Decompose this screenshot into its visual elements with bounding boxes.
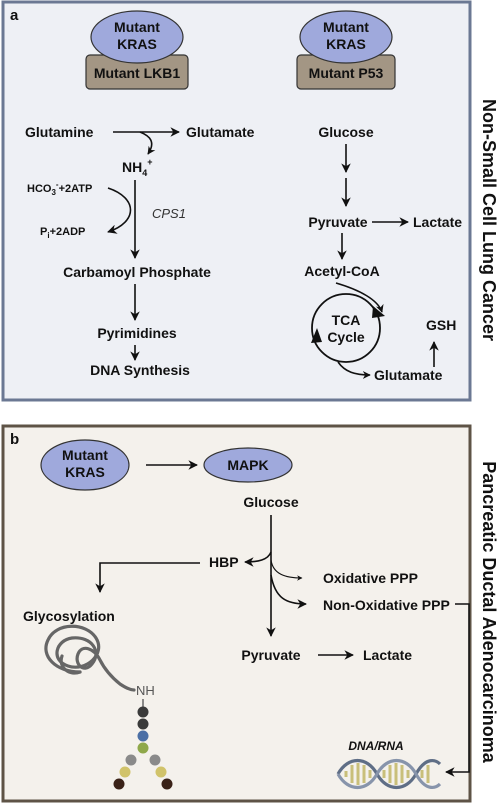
mutant-kras-ellipse-a2 xyxy=(299,10,393,64)
panel-a-letter: a xyxy=(10,7,19,24)
dna-helix-icon xyxy=(336,758,442,790)
acetyl-coa-label: Acetyl-CoA xyxy=(304,263,379,279)
non-oxidative-ppp-label: Non-Oxidative PPP xyxy=(323,597,450,613)
hbp-to-glycosylation-arrow xyxy=(95,562,200,593)
mapk-label: MAPK xyxy=(227,457,268,473)
glutamate-bottom-label: Glutamate xyxy=(374,367,443,383)
mutant-kras-a1-line1: Mutant xyxy=(114,19,160,35)
glutamate-top-label: Glutamate xyxy=(186,124,255,140)
hbp-label: HBP xyxy=(209,554,239,570)
hco3-label: HCO3-+2ATP xyxy=(27,180,92,197)
svg-text:NH: NH xyxy=(136,683,155,698)
non-oxidative-ppp-arrow xyxy=(270,574,307,609)
tca-arrowhead-left xyxy=(311,328,322,343)
oxidative-ppp-label: Oxidative PPP xyxy=(323,570,418,586)
dna-synthesis-label: DNA Synthesis xyxy=(90,362,190,378)
pyrimidines-label: Pyrimidines xyxy=(97,325,177,341)
pyruvate-b-label: Pyruvate xyxy=(241,647,300,663)
carbamoyl-phosphate-label: Carbamoyl Phosphate xyxy=(63,264,211,280)
mutant-lkb1-label: Mutant LKB1 xyxy=(94,65,181,81)
panel-b-letter: b xyxy=(10,431,19,448)
glucose-b-label: Glucose xyxy=(243,494,298,510)
oxidative-ppp-arrow xyxy=(270,559,303,581)
acetyl-into-tca-arrow xyxy=(335,282,384,313)
mutant-kras-a2-line2: KRAS xyxy=(326,36,366,52)
mutant-kras-b-line2: KRAS xyxy=(65,464,105,480)
pi-label: Pi+2ADP xyxy=(40,226,85,240)
glycoprotein-icon: NH xyxy=(44,624,173,790)
tca-to-glutamate-arrow xyxy=(337,361,371,379)
glycosylation-label: Glycosylation xyxy=(23,608,115,624)
lactate-b-label: Lactate xyxy=(363,647,412,663)
mutant-kras-ellipse-b xyxy=(40,439,130,491)
panel-a-frame xyxy=(1,0,472,402)
dna-rna-label: DNA/RNA xyxy=(348,739,403,753)
tca-label-line2: Cycle xyxy=(327,329,365,345)
panel-a-side-title: Non-Small Cell Lung Cancer xyxy=(479,99,499,341)
panel-b-side-title: Pancreatic Ductal Adenocarcinoma xyxy=(479,461,499,763)
mapk-ellipse xyxy=(203,447,293,483)
mutant-kras-a1-line2: KRAS xyxy=(117,36,157,52)
pyruvate-a-label: Pyruvate xyxy=(308,214,367,230)
hbp-branch-arrow xyxy=(244,551,272,567)
cps1-side-arrow xyxy=(107,187,132,234)
nh4-branch-arrow xyxy=(139,131,156,155)
mutant-p53-label: Mutant P53 xyxy=(309,65,384,81)
mutant-kras-a2-line1: Mutant xyxy=(323,19,369,35)
cps1-label: CPS1 xyxy=(152,206,186,221)
tca-cycle-circle xyxy=(311,293,381,363)
ppp-to-dna-arrow xyxy=(445,603,470,777)
nh4-label: NH4+ xyxy=(122,157,153,178)
tca-label-line1: TCA xyxy=(332,312,361,328)
mutant-kras-b-line1: Mutant xyxy=(62,447,108,463)
mutant-kras-ellipse-a1 xyxy=(90,10,184,64)
glutamine-label: Glutamine xyxy=(25,124,94,140)
gsh-label: GSH xyxy=(426,317,456,333)
lactate-a-label: Lactate xyxy=(413,214,462,230)
glucose-a-label: Glucose xyxy=(318,124,373,140)
